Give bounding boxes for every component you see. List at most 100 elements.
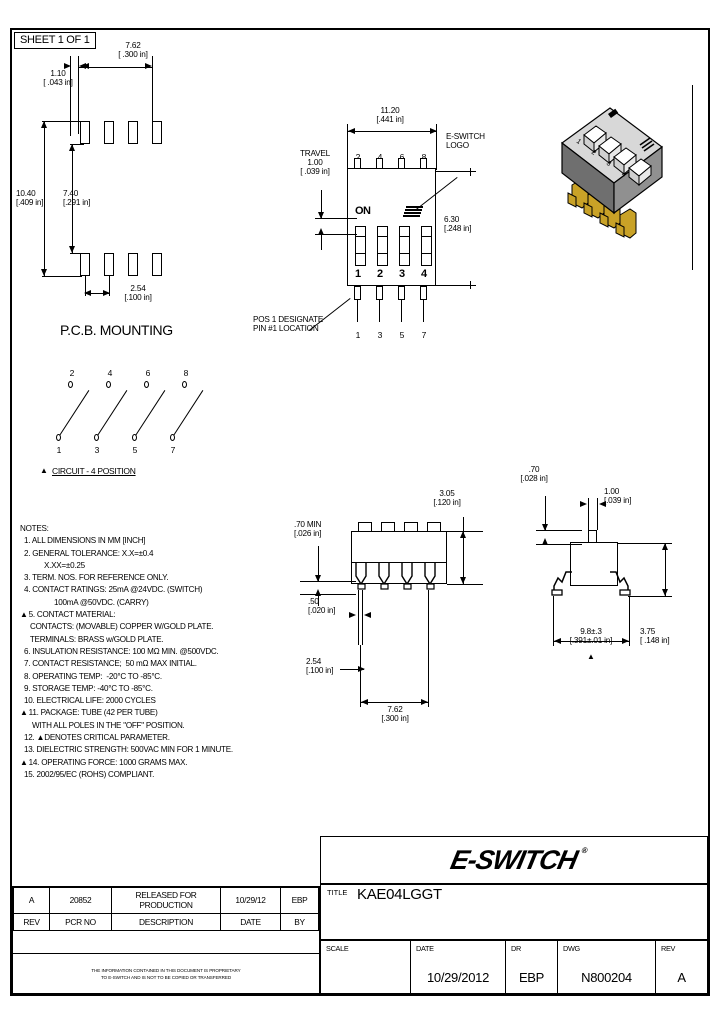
pcb-pad — [152, 121, 162, 144]
note-item: 13. DIELECTRIC STRENGTH: 500VAC MIN FOR … — [20, 744, 270, 756]
note-text: CONTACTS: (MOVABLE) COPPER W/GOLD PLATE. — [24, 622, 214, 632]
logo-cell: E-SWITCH ® — [321, 837, 707, 885]
on-label: ON — [355, 205, 371, 217]
circuit-pin-bottom: 5 — [132, 445, 138, 455]
svg-text:4: 4 — [620, 171, 627, 179]
rev-header: REV — [13, 913, 50, 931]
arrow-outer-bottom — [40, 269, 47, 276]
dim-side-standoff: .70 MIN [.026 in] — [294, 520, 322, 538]
revision-block: A 20852 RELEASED FOR PRODUCTION 10/29/12… — [12, 886, 320, 994]
front-lead — [357, 300, 358, 322]
front-pin-top: 6 — [399, 152, 405, 162]
arrow-outer-top — [40, 121, 47, 128]
ext-end-span-b — [629, 596, 630, 646]
ext-span-a — [360, 645, 361, 707]
arrow-right-pcb-width — [145, 63, 152, 69]
isometric-svg: 1 2 3 4 — [560, 107, 663, 239]
side-lead-region — [351, 563, 447, 584]
ext-front-h-b — [436, 285, 476, 286]
dim-line-standoff — [318, 546, 319, 581]
critical-triangle-icon: ▲ — [20, 757, 28, 767]
proprietary-notice: THE INFORMATION CONTAINED IN THIS DOCUME… — [13, 953, 319, 993]
front-terminal-bottom — [376, 286, 383, 300]
date-value: 10/29/2012 — [426, 970, 490, 985]
note-item: ▲11. PACKAGE: TUBE (42 PER TUBE) — [20, 707, 270, 719]
dim-line-end-span — [553, 641, 629, 642]
end-actuator — [588, 530, 597, 542]
note-text: ALL DIMENSIONS IN MM [INCH] — [31, 536, 146, 546]
ext-end-h-a — [618, 543, 672, 544]
by-cell: EBP — [280, 887, 319, 914]
ext-lead-a — [358, 590, 359, 645]
note-item: 1. ALL DIMENSIONS IN MM [INCH] — [20, 535, 270, 547]
isometric-view: 1 2 3 4 — [540, 90, 690, 270]
note-number: 15. — [24, 769, 37, 779]
ext-pitch-b — [109, 276, 110, 296]
note-number: 11. — [28, 708, 41, 718]
rev-cell-title: REV A — [656, 941, 707, 993]
note-text: DIELECTRIC STRENGTH: 500VAC MIN FOR 1 MI… — [36, 745, 234, 755]
dip-actuator-1[interactable] — [355, 226, 366, 266]
dim-pcb-pitch: 2.54 [.100 in] — [124, 284, 152, 302]
rev-value: A — [677, 970, 686, 985]
arrow-travel-down — [317, 212, 324, 219]
travel-ext-a — [315, 218, 357, 219]
circuit-node — [144, 381, 149, 388]
travel-dim-line-bottom — [321, 234, 322, 250]
arrow-lead-left — [349, 611, 356, 618]
arrow-end-ah-up — [541, 538, 548, 545]
by-header: BY — [280, 913, 319, 931]
note-item: 4. CONTACT RATINGS: 25mA @24VDC. (SWITCH… — [20, 584, 270, 596]
ext-standoff-a — [300, 581, 356, 582]
arrow-standoff-down — [314, 575, 321, 582]
eswitch-logo: E-SWITCH ® — [448, 845, 589, 876]
front-pin-bottom: 5 — [399, 330, 405, 340]
logo-callout: E-SWITCH LOGO — [446, 132, 485, 150]
note-item: ▲14. OPERATING FORCE: 1000 GRAMS MAX. — [20, 757, 270, 769]
circuit-pin-top: 2 — [69, 368, 75, 378]
travel-callout: TRAVEL 1.00 [ .039 in] — [299, 149, 331, 176]
ext-end-ah-b — [536, 544, 582, 545]
circuit-pin-bottom: 1 — [56, 445, 62, 455]
arrow-pitch-left — [84, 289, 91, 296]
note-item: 10. ELECTRICAL LIFE: 2000 CYCLES — [20, 695, 270, 707]
dim-pcb-inner-height: 7.40 [.291 in] — [63, 189, 91, 207]
end-body — [570, 542, 618, 586]
arrow-end-span-left — [554, 637, 561, 644]
dim-front-width: 11.20 [.441 in] — [376, 106, 404, 124]
note-text: ELECTRICAL LIFE: 2000 CYCLES — [36, 696, 156, 706]
dip-actuator-2[interactable] — [377, 226, 388, 266]
arrow-lead-right — [364, 611, 371, 618]
note-item: TERMINALS: BRASS w/GOLD PLATE. — [20, 634, 270, 646]
table-header-row: REV PCR NO DESCRIPTION DATE BY — [13, 913, 319, 931]
note-text: 2002/95/EC (ROHS) COMPLIANT. — [36, 769, 155, 779]
note-item: ▲5. CONTACT MATERIAL: — [20, 609, 270, 621]
arrow-end-span-right — [622, 637, 629, 644]
dr-key: DR — [511, 944, 521, 953]
front-pin-bottom: 7 — [421, 330, 427, 340]
critical-triangle-icon: ▲ — [40, 466, 48, 475]
note-number: 14. — [28, 757, 42, 767]
ext-front-h-a — [436, 171, 476, 172]
dip-actuator-4[interactable] — [421, 226, 432, 266]
arrow-standoff-up — [314, 589, 321, 596]
dwg-cell: DWG N800204 — [558, 941, 656, 993]
front-terminal-bottom — [420, 286, 427, 300]
dim-end-span: 9.8±.3 [.391±.01 in] — [569, 627, 613, 645]
table-row: A 20852 RELEASED FOR PRODUCTION 10/29/12… — [13, 887, 319, 914]
note-text: STORAGE TEMP: -40°C TO -85°C. — [32, 683, 153, 693]
arrow-end-h-top — [661, 543, 668, 550]
travel-dim-line-top — [321, 190, 322, 218]
circuit-pin-bottom: 3 — [94, 445, 100, 455]
arrow-travel-up — [317, 228, 324, 235]
svg-text:1: 1 — [575, 138, 582, 146]
dip-actuator-3[interactable] — [399, 226, 410, 266]
note-number: 2. — [24, 548, 33, 558]
ext-line-h4 — [70, 253, 84, 254]
circuit-node — [68, 381, 73, 388]
pcr-cell: 20852 — [49, 887, 112, 914]
front-pin-bottom: 3 — [377, 330, 383, 340]
dim-line-outer-height — [44, 121, 45, 276]
note-text: WITH ALL POLES IN THE "OFF" POSITION. — [24, 720, 185, 730]
dr-value: EBP — [518, 970, 545, 985]
